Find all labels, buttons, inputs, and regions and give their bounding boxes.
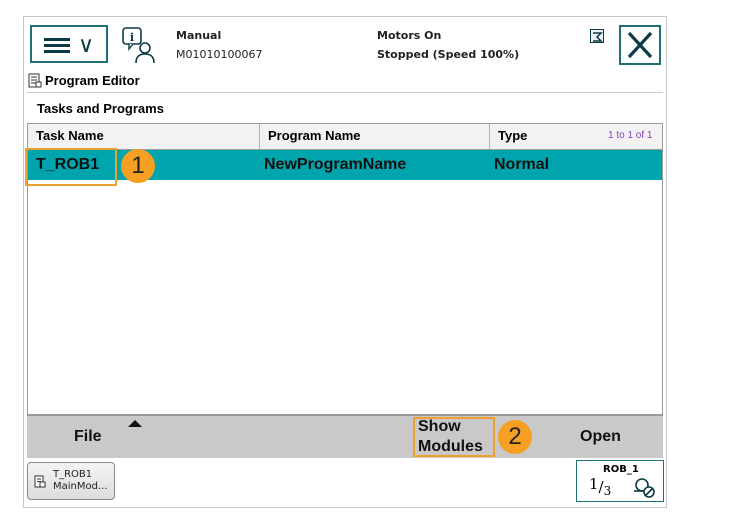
- command-bar: [27, 415, 663, 459]
- step-badge-2: 2: [498, 420, 532, 454]
- controller-id: M01010100067: [176, 48, 263, 61]
- operating-mode: Manual: [176, 29, 222, 42]
- collapse-icon[interactable]: [128, 420, 142, 427]
- fraction-indicator: 1/3: [589, 475, 612, 498]
- program-name-cell: NewProgramName: [264, 156, 407, 173]
- task-button-program-editor[interactable]: T_ROB1 MainMod...: [27, 462, 115, 500]
- open-button[interactable]: Open: [580, 428, 621, 445]
- close-button[interactable]: [619, 25, 661, 65]
- title-divider: [27, 92, 663, 93]
- file-menu-button[interactable]: File: [74, 428, 102, 445]
- table-header: Task Name Program Name Type 1 to 1 of 1: [28, 124, 662, 150]
- svg-text:i: i: [130, 31, 134, 44]
- task-button-line1: T_ROB1: [53, 469, 93, 480]
- show-modules-label-line1: Show: [418, 418, 461, 435]
- task-button-line2: MainMod...: [53, 481, 108, 492]
- step-badge-1: 1: [121, 149, 155, 183]
- column-program-name[interactable]: Program Name: [260, 124, 490, 149]
- close-icon: [627, 31, 653, 59]
- column-task-name[interactable]: Task Name: [28, 124, 260, 149]
- document-icon: [28, 73, 42, 87]
- highlight-box-task: [25, 148, 117, 186]
- fraction-denominator: 3: [603, 484, 612, 498]
- task-name-cell: T_ROB1: [36, 156, 100, 173]
- row-range-indicator: 1 to 1 of 1: [608, 130, 653, 141]
- window-title-label: Program Editor: [45, 72, 140, 88]
- speed-status: Stopped (Speed 100%): [377, 48, 520, 61]
- motors-status: Motors On: [377, 29, 442, 42]
- document-icon: [34, 475, 46, 488]
- column-type[interactable]: Type: [498, 128, 528, 143]
- quickset-rob-button[interactable]: ROB_1 1/3: [576, 460, 664, 502]
- show-modules-button[interactable]: Show Modules: [418, 417, 483, 457]
- type-cell: Normal: [494, 156, 550, 173]
- info-user-icon[interactable]: i: [120, 25, 158, 65]
- abb-menu-button[interactable]: ∨: [30, 25, 108, 63]
- status-indicator-icon[interactable]: [590, 29, 604, 43]
- rob-label: ROB_1: [603, 464, 639, 475]
- rob-mechanical-unit-icon: [634, 478, 655, 498]
- menu-icon: [44, 38, 70, 53]
- chevron-down-icon: ∨: [78, 32, 95, 57]
- show-modules-label-line2: Modules: [418, 438, 483, 455]
- taskbar: [24, 458, 664, 504]
- section-label: Tasks and Programs: [37, 101, 164, 116]
- highlight-box-show-modules: [413, 417, 495, 457]
- fraction-numerator: 1: [589, 475, 599, 493]
- fraction-slash: /: [598, 478, 604, 496]
- window-title: Program Editor: [28, 70, 140, 90]
